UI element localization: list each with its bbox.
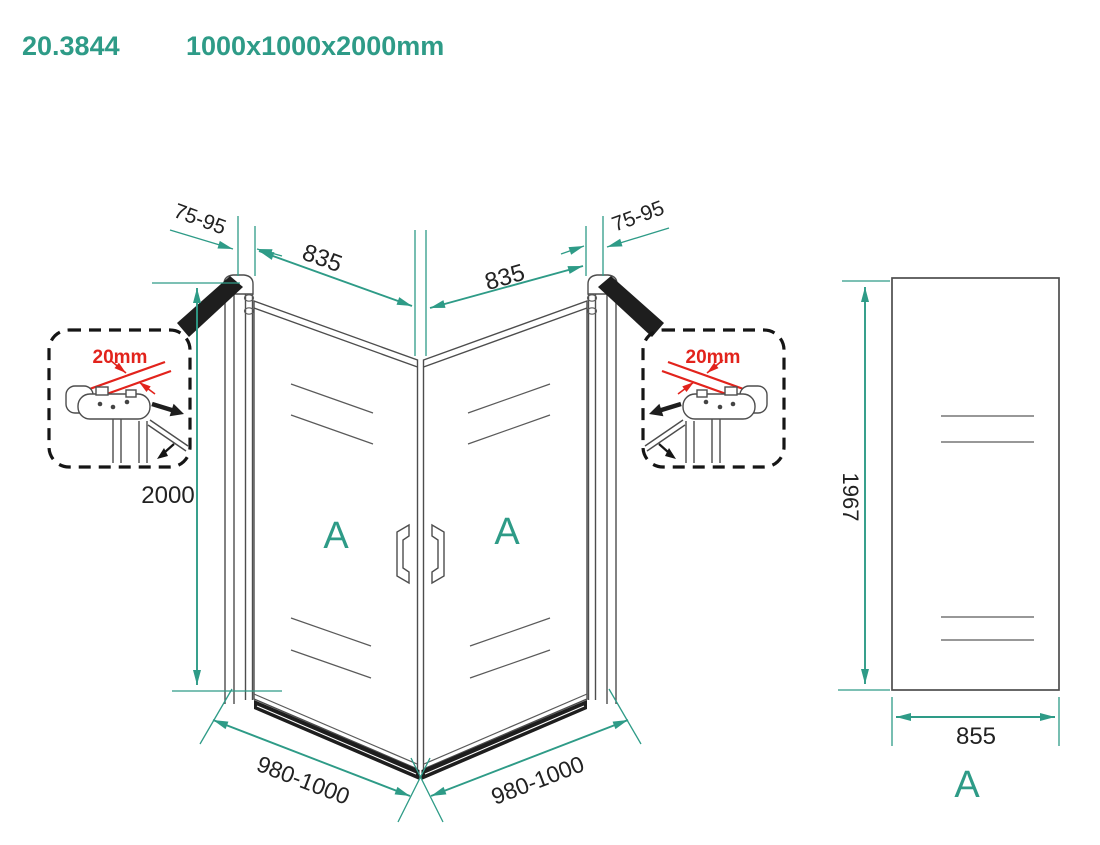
dim-gap-right-label: 75-95 — [609, 196, 667, 236]
product-code: 20.3844 — [22, 31, 120, 61]
screw-icon — [703, 399, 709, 405]
screw-icon — [717, 404, 723, 410]
dimension-height-2000: 2000 — [141, 282, 282, 692]
right-door-handle — [431, 523, 445, 585]
right-detail-border — [641, 328, 786, 469]
screw-icon — [124, 399, 130, 405]
screw-icon — [110, 404, 116, 410]
dimension-gap-right-75-95: 75-95 — [560, 196, 670, 255]
left-detail-clamp-tab — [95, 386, 109, 396]
side-panel-glass — [891, 277, 1060, 691]
left-hinge-collar — [243, 294, 255, 302]
left-door-label: A — [323, 515, 349, 557]
dimension-width-right-980-1000: 980-1000 — [410, 688, 642, 823]
left-door-handle — [396, 523, 410, 585]
slide-direction-arrow-icon — [649, 401, 682, 417]
left-support-bar — [177, 276, 243, 337]
right-hinge-collar — [586, 294, 598, 302]
left-detail-stabilizer-rod — [149, 419, 189, 447]
right-door-label: A — [494, 511, 520, 553]
left-detail-gap-label: 20mm — [93, 347, 148, 368]
glass-reflections — [290, 383, 551, 679]
screw-icon — [97, 401, 103, 407]
right-detail-stabilizer-rod — [644, 419, 684, 447]
dim-glass-right-label: 835 — [482, 259, 528, 296]
right-detail-clamp-tab — [724, 386, 738, 396]
left-door-glass — [253, 300, 419, 771]
dim-height-label: 2000 — [141, 482, 194, 509]
dim-side-width-label: 855 — [956, 723, 996, 750]
dimension-gap-left-75-95: 75-95 — [169, 199, 283, 257]
right-detail-clamp-tab — [696, 389, 708, 398]
dimension-glass-left-835: 835 — [237, 216, 416, 356]
right-detail-gap-label: 20mm — [686, 347, 741, 368]
dim-glass-left-label: 835 — [299, 239, 346, 278]
right-support-bar — [598, 276, 664, 337]
dimension-glass-right-835: 835 — [425, 216, 604, 356]
dimension-side-width-855: 855 — [891, 697, 1060, 750]
right-wall-profile — [586, 274, 618, 704]
screw-icon — [730, 401, 736, 407]
dim-side-height-label: 1967 — [838, 473, 863, 522]
right-hinge-detail: 20mm — [641, 328, 786, 469]
corner-tick — [157, 448, 168, 459]
product-size: 1000x1000x2000mm — [186, 31, 444, 61]
left-detail-clamp-tab — [125, 389, 137, 398]
left-hinge-detail: 20mm — [47, 328, 192, 469]
dimension-width-left-980-1000: 980-1000 — [199, 688, 431, 823]
left-detail-border — [47, 328, 192, 469]
product-title: 20.3844 1000x1000x2000mm — [22, 31, 444, 61]
corner-tick — [665, 448, 676, 459]
side-panel-label: A — [954, 764, 980, 806]
left-wall-profile — [223, 274, 255, 704]
dim-width-right-label: 980-1000 — [488, 751, 588, 810]
dimension-side-height-1967: 1967 — [838, 280, 890, 691]
dim-width-left-label: 980-1000 — [253, 751, 353, 810]
corner-view: A A — [177, 274, 664, 780]
slide-direction-arrow-icon — [151, 401, 184, 417]
right-door-glass — [422, 300, 588, 771]
side-panel-view: 1967 855 A — [838, 277, 1060, 806]
